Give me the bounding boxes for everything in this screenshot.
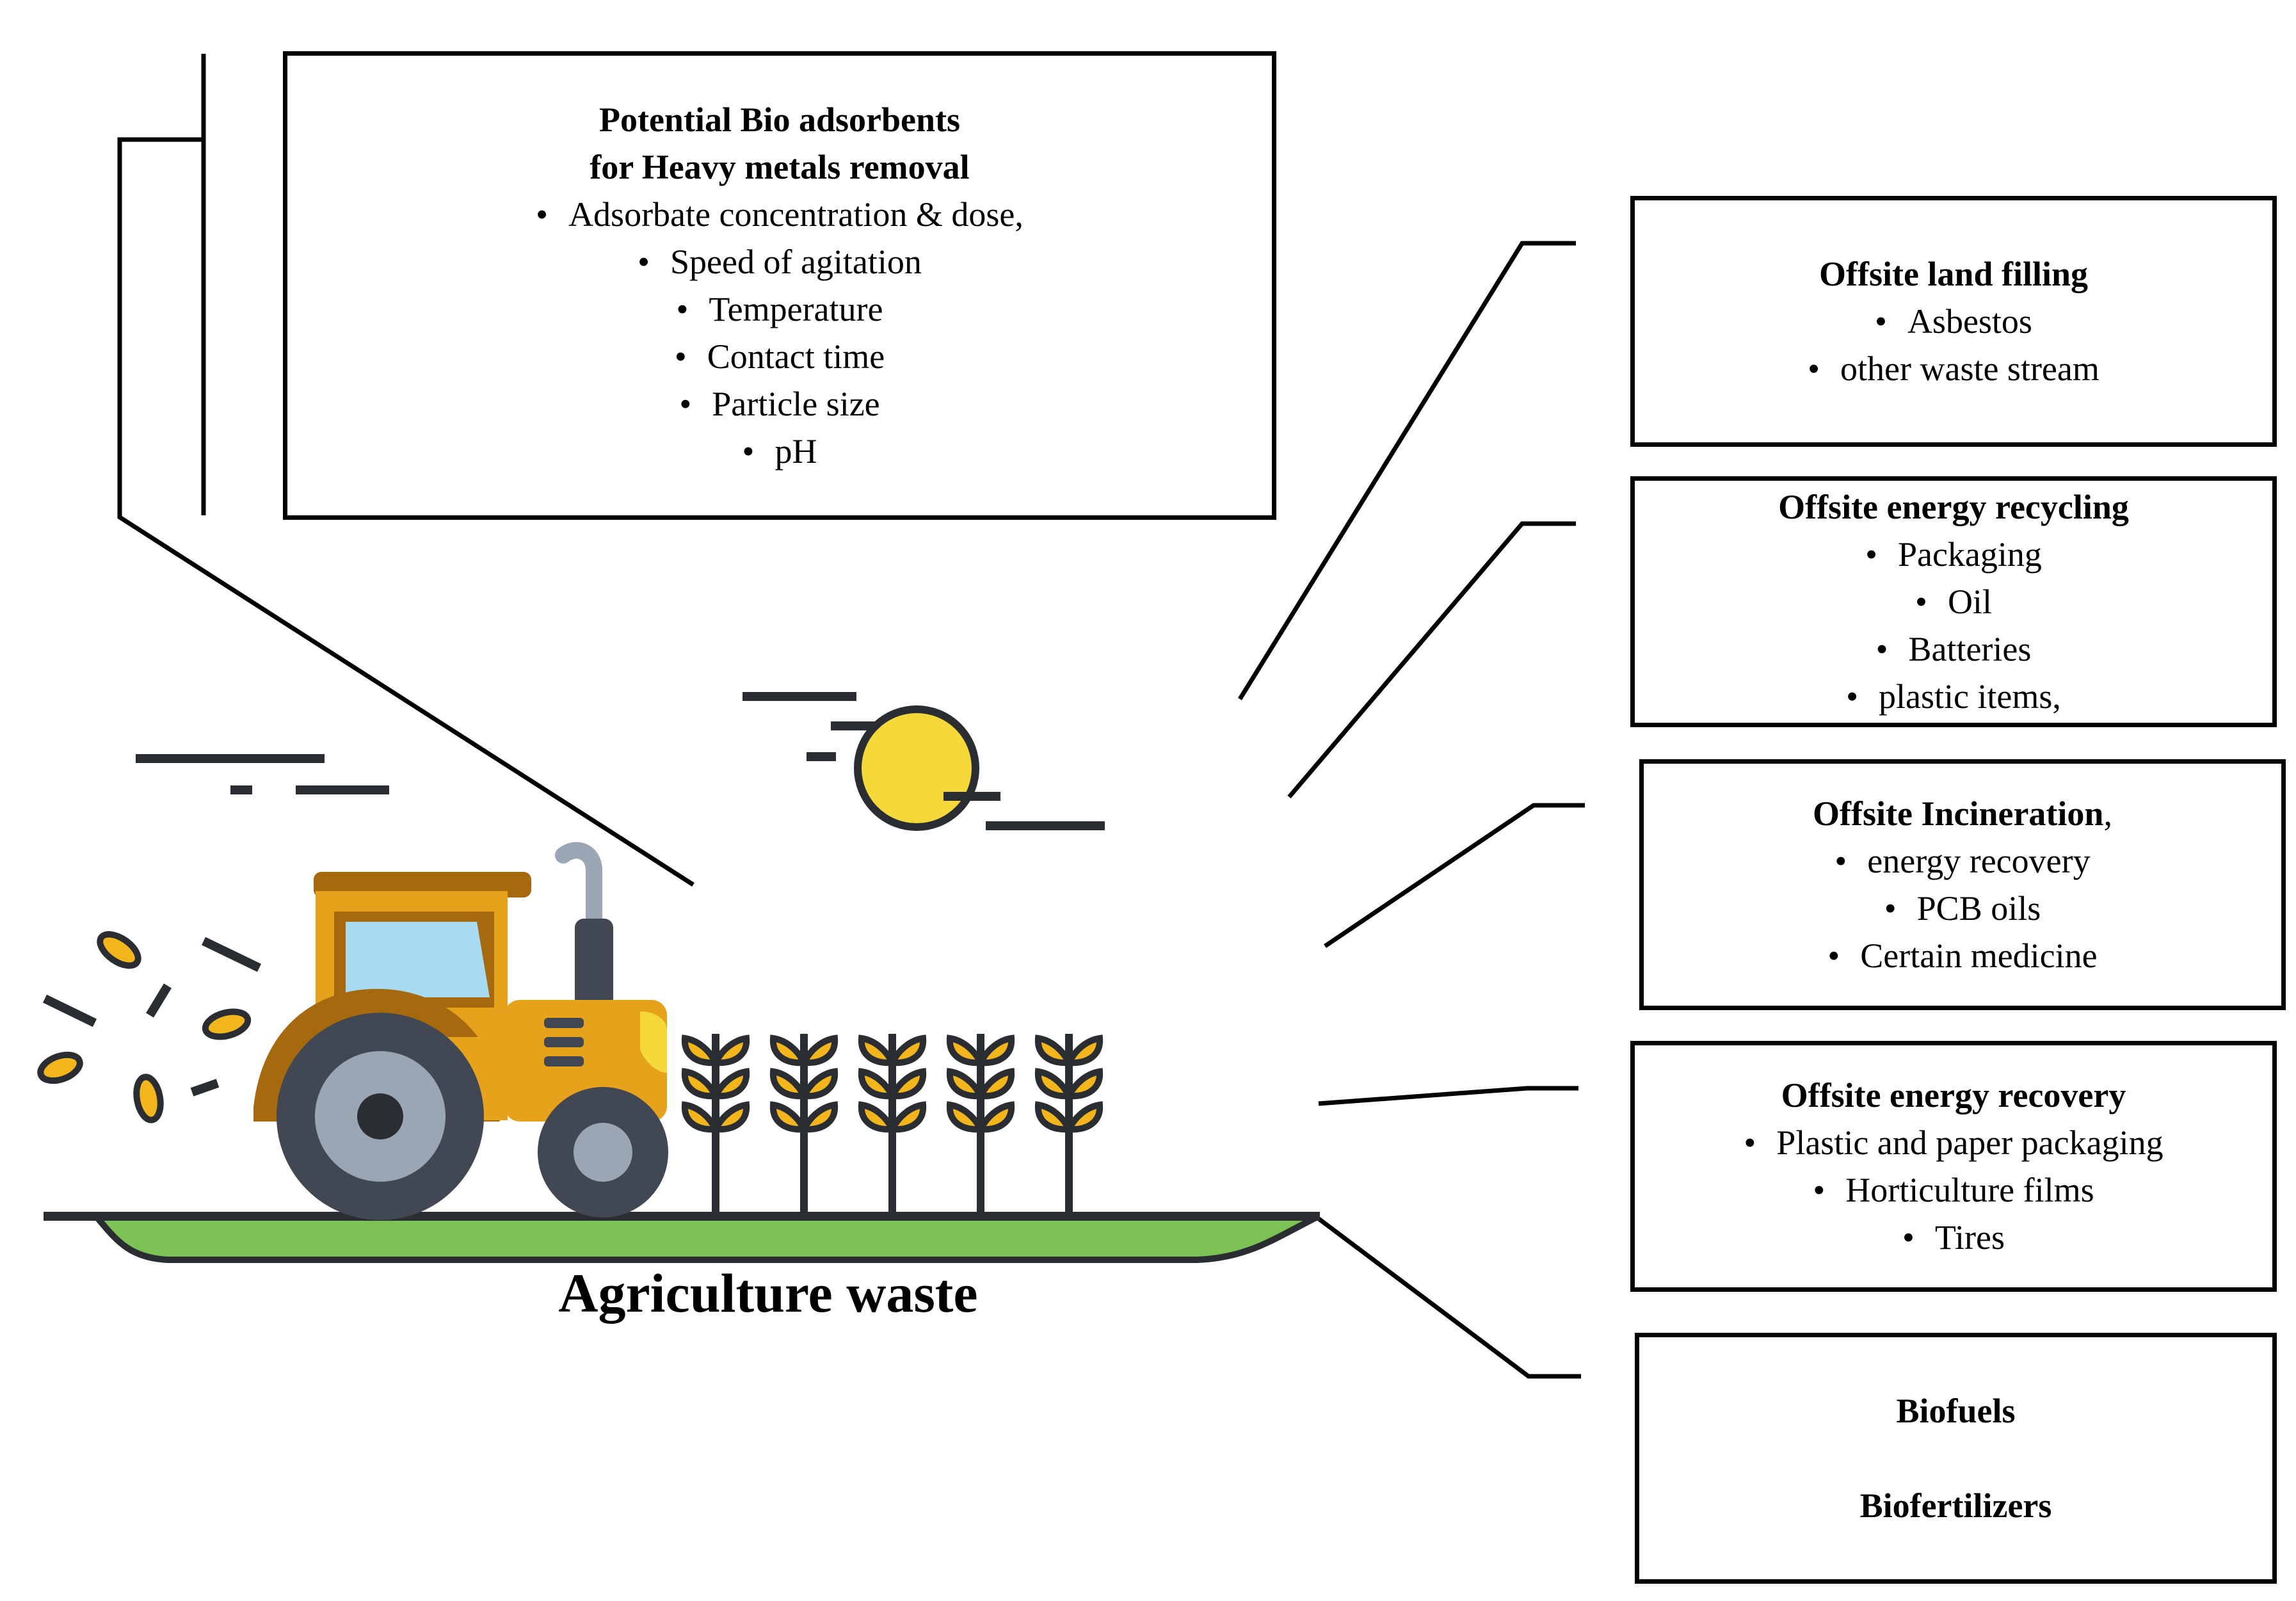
connector-bio — [1313, 1214, 1581, 1379]
list-item: Batteries — [1846, 625, 2061, 673]
connector-landfill — [1238, 241, 1576, 700]
connector-top-box — [117, 54, 694, 887]
ground — [44, 1212, 1321, 1263]
list-item: other waste stream — [1808, 345, 2099, 392]
bio-adsorbents-title-line1: Potential Bio adsorbents — [598, 101, 961, 139]
list-item: Oil — [1846, 578, 2061, 625]
incineration-box: Offsite Incineration, energy recovery PC… — [1639, 759, 2286, 1010]
connector-energy-recovery — [1318, 1086, 1578, 1106]
biofuels-label: Biofuels — [1896, 1392, 2016, 1430]
list-item: Particle size — [536, 380, 1024, 428]
bio-products-box: Biofuels Biofertilizers — [1635, 1333, 2277, 1584]
energy-recycling-title: Offsite energy recycling — [1778, 488, 2129, 526]
bio-adsorbents-box: Potential Bio adsorbents for Heavy metal… — [283, 51, 1276, 520]
wheat-icon — [946, 1034, 1015, 1216]
bio-adsorbents-list: Adsorbate concentration & dose, Speed of… — [536, 191, 1024, 475]
energy-recycling-box: Offsite energy recycling Packaging Oil B… — [1630, 476, 2277, 727]
energy-recovery-box: Offsite energy recovery Plastic and pape… — [1630, 1041, 2277, 1292]
landfill-list: Asbestos other waste stream — [1808, 298, 2099, 392]
connector-energy-recycling — [1287, 521, 1576, 799]
list-item: Packaging — [1846, 531, 2061, 578]
list-item: Plastic and paper packaging — [1744, 1119, 2163, 1166]
wind-lines — [136, 692, 1105, 830]
list-item: Contact time — [536, 333, 1024, 380]
list-item: pH — [536, 428, 1024, 475]
biofertilizers-label: Biofertilizers — [1859, 1486, 2052, 1525]
agriculture-waste-label: Agriculture waste — [558, 1262, 978, 1324]
bio-adsorbents-title-line2: for Heavy metals removal — [590, 148, 970, 186]
list-item: Speed of agitation — [536, 238, 1024, 286]
list-item: Horticulture films — [1744, 1166, 2163, 1214]
energy-recovery-title: Offsite energy recovery — [1781, 1076, 2126, 1114]
wheat-icon — [681, 1034, 750, 1216]
connector-incineration — [1324, 803, 1585, 948]
list-item: Certain medicine — [1827, 932, 2097, 979]
wheat-icon — [1034, 1034, 1104, 1216]
wheat-icon — [858, 1034, 927, 1216]
incineration-heading: Offsite Incineration, — [1813, 790, 2112, 837]
energy-recycling-list: Packaging Oil Batteries plastic items, — [1846, 531, 2061, 720]
tractor-icon — [253, 842, 668, 1220]
list-item: Adsorbate concentration & dose, — [536, 191, 1024, 238]
list-item: PCB oils — [1827, 885, 2097, 932]
incineration-title-suffix: , — [2103, 794, 2112, 833]
list-item: Temperature — [536, 286, 1024, 333]
energy-recovery-list: Plastic and paper packaging Horticulture… — [1744, 1119, 2163, 1261]
landfill-box: Offsite land filling Asbestos other wast… — [1630, 196, 2277, 447]
incineration-title: Offsite Incineration — [1813, 794, 2104, 833]
list-item: Tires — [1744, 1214, 2163, 1261]
list-item: Asbestos — [1808, 298, 2099, 345]
connector-lines — [117, 54, 1585, 1379]
wheat-icon — [769, 1034, 839, 1216]
sun-icon — [854, 705, 1000, 831]
landfill-title: Offsite land filling — [1818, 255, 2089, 293]
wheat-plants-icon — [681, 1034, 1104, 1216]
list-item: energy recovery — [1827, 837, 2097, 885]
seeds-icon — [37, 931, 262, 1123]
incineration-list: energy recovery PCB oils Certain medicin… — [1827, 837, 2097, 979]
list-item: plastic items, — [1846, 673, 2061, 720]
